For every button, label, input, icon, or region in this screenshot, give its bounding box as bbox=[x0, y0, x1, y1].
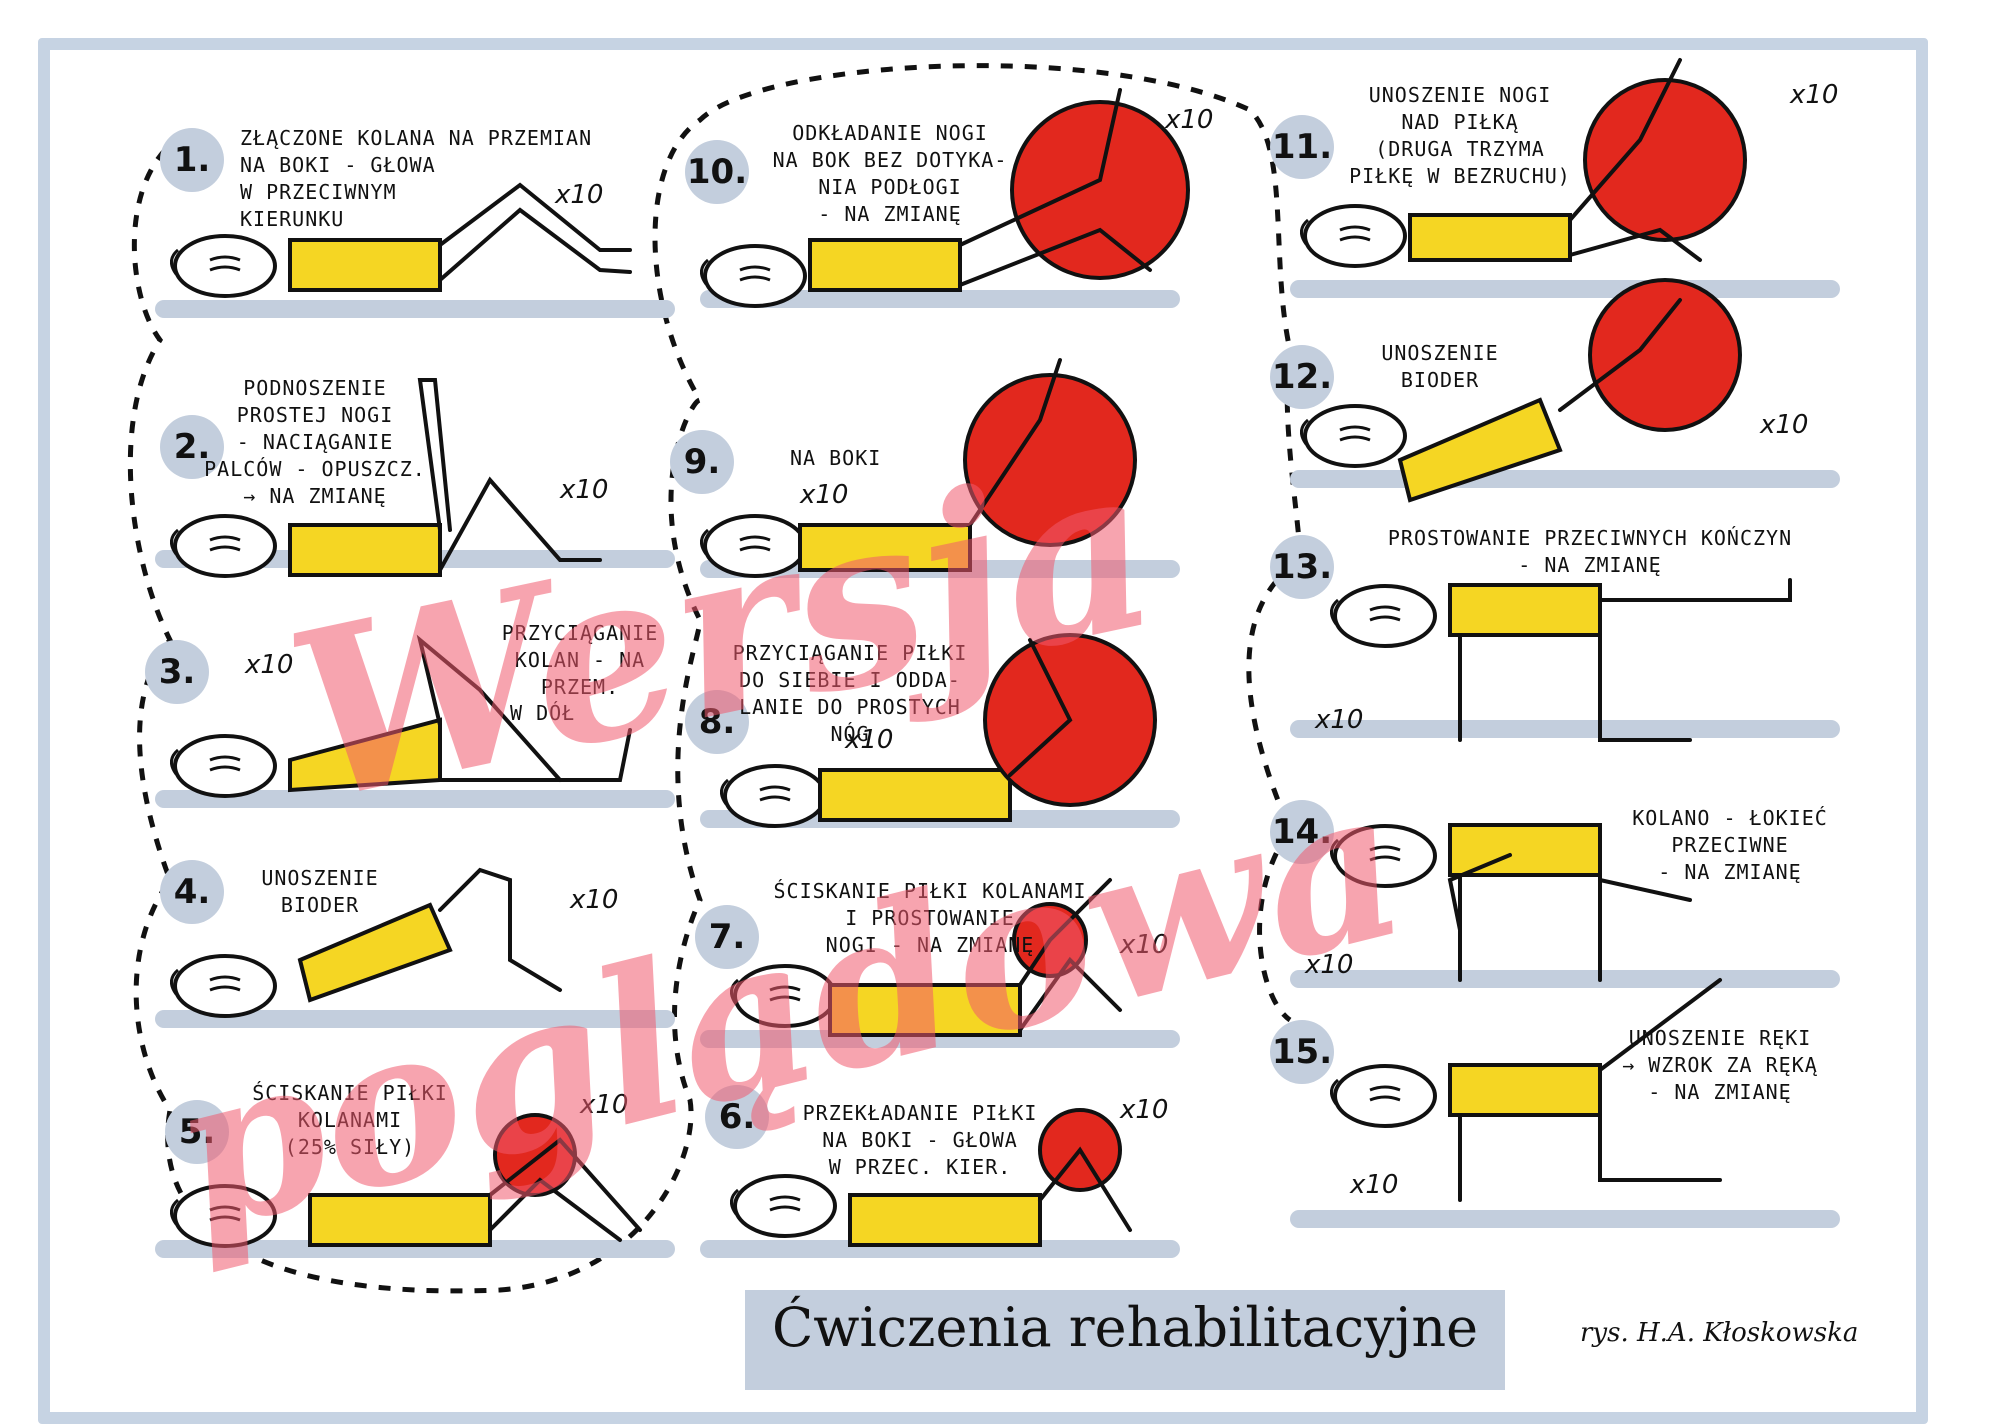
exercise-extra-3: w dół bbox=[510, 701, 576, 725]
exercise-reps-1: x10 bbox=[555, 180, 604, 210]
exercise-number-12: 12. bbox=[1270, 345, 1334, 409]
exercise-number-14: 14. bbox=[1270, 800, 1334, 864]
exercise-reps-7: x10 bbox=[1120, 930, 1169, 960]
exercise-number-9: 9. bbox=[670, 430, 734, 494]
exercise-label-4: unoszenie bioder bbox=[261, 866, 379, 917]
title-banner bbox=[745, 1290, 1505, 1390]
exercise-label-5: ściskanie piłki kolanami (25% siły) bbox=[252, 1081, 448, 1159]
exercise-number-8: 8. bbox=[685, 690, 749, 754]
exercise-number-4: 4. bbox=[160, 860, 224, 924]
exercise-reps-10: x10 bbox=[1165, 105, 1214, 135]
author-signature: rys. H.A. Kłoskowska bbox=[1580, 1318, 1859, 1348]
exercise-label-7: ściskanie piłki kolanami i prostowanie n… bbox=[773, 879, 1087, 957]
exercise-reps-5: x10 bbox=[580, 1090, 629, 1120]
exercise-reps-2: x10 bbox=[560, 475, 609, 505]
limbs bbox=[416, 58, 1792, 1242]
exercise-label-12: unoszenie bioder bbox=[1381, 341, 1499, 392]
exercise-label-6: przekładanie piłki na boki - głowa w prz… bbox=[802, 1101, 1038, 1179]
exercise-number-2: 2. bbox=[160, 415, 224, 479]
exercise-label-11: unoszenie nogi nad piłką (druga trzyma p… bbox=[1349, 83, 1571, 188]
exercise-reps-9: x10 bbox=[800, 480, 849, 510]
exercise-reps-8: x10 bbox=[845, 725, 894, 755]
exercise-number-10: 10. bbox=[685, 140, 749, 204]
exercise-number-15: 15. bbox=[1270, 1020, 1334, 1084]
exercise-number-5: 5. bbox=[165, 1100, 229, 1164]
exercise-label-15: unoszenie ręki → wzrok za ręką - na zmia… bbox=[1622, 1026, 1818, 1104]
exercise-number-6: 6. bbox=[705, 1085, 769, 1149]
exercise-label-9: na boki bbox=[790, 446, 882, 470]
exercise-reps-4: x10 bbox=[570, 885, 619, 915]
exercise-reps-12: x10 bbox=[1760, 410, 1809, 440]
exercise-reps-11: x10 bbox=[1790, 80, 1839, 110]
exercise-number-3: 3. bbox=[145, 640, 209, 704]
exercise-label-8: przyciąganie piłki do siebie i odda- lan… bbox=[732, 641, 968, 746]
exercise-reps-6: x10 bbox=[1120, 1095, 1169, 1125]
exercise-label-1: złączone kolana na przemian na boki - gł… bbox=[240, 126, 593, 231]
exercise-number-11: 11. bbox=[1270, 115, 1334, 179]
exercise-reps-15: x10 bbox=[1350, 1170, 1399, 1200]
exercise-number-13: 13. bbox=[1270, 535, 1334, 599]
exercise-number-7: 7. bbox=[695, 905, 759, 969]
page-title: Ćwiczenia rehabilitacyjne bbox=[771, 1296, 1479, 1359]
exercise-reps-14: x10 bbox=[1305, 950, 1354, 980]
torso-pillows bbox=[288, 213, 1602, 1247]
exercise-label-3: przyciąganie kolan - na przem. bbox=[501, 621, 659, 699]
exercise-reps-3: x10 bbox=[245, 650, 294, 680]
progress-path bbox=[127, 63, 1303, 1294]
exercise-label-14: kolano - łokieć przeciwne - na zmianę bbox=[1632, 806, 1828, 884]
exercise-number-1: 1. bbox=[160, 128, 224, 192]
exercise-reps-13: x10 bbox=[1315, 705, 1364, 735]
exercise-label-10: odkładanie nogi na bok bez dotyka- nia p… bbox=[772, 121, 1008, 226]
balls bbox=[493, 78, 1747, 1197]
exercise-label-2: podnoszenie prostej nogi - naciąganie pa… bbox=[204, 376, 426, 508]
exercise-label-13: prostowanie przeciwnych kończyn - na zmi… bbox=[1387, 526, 1793, 577]
